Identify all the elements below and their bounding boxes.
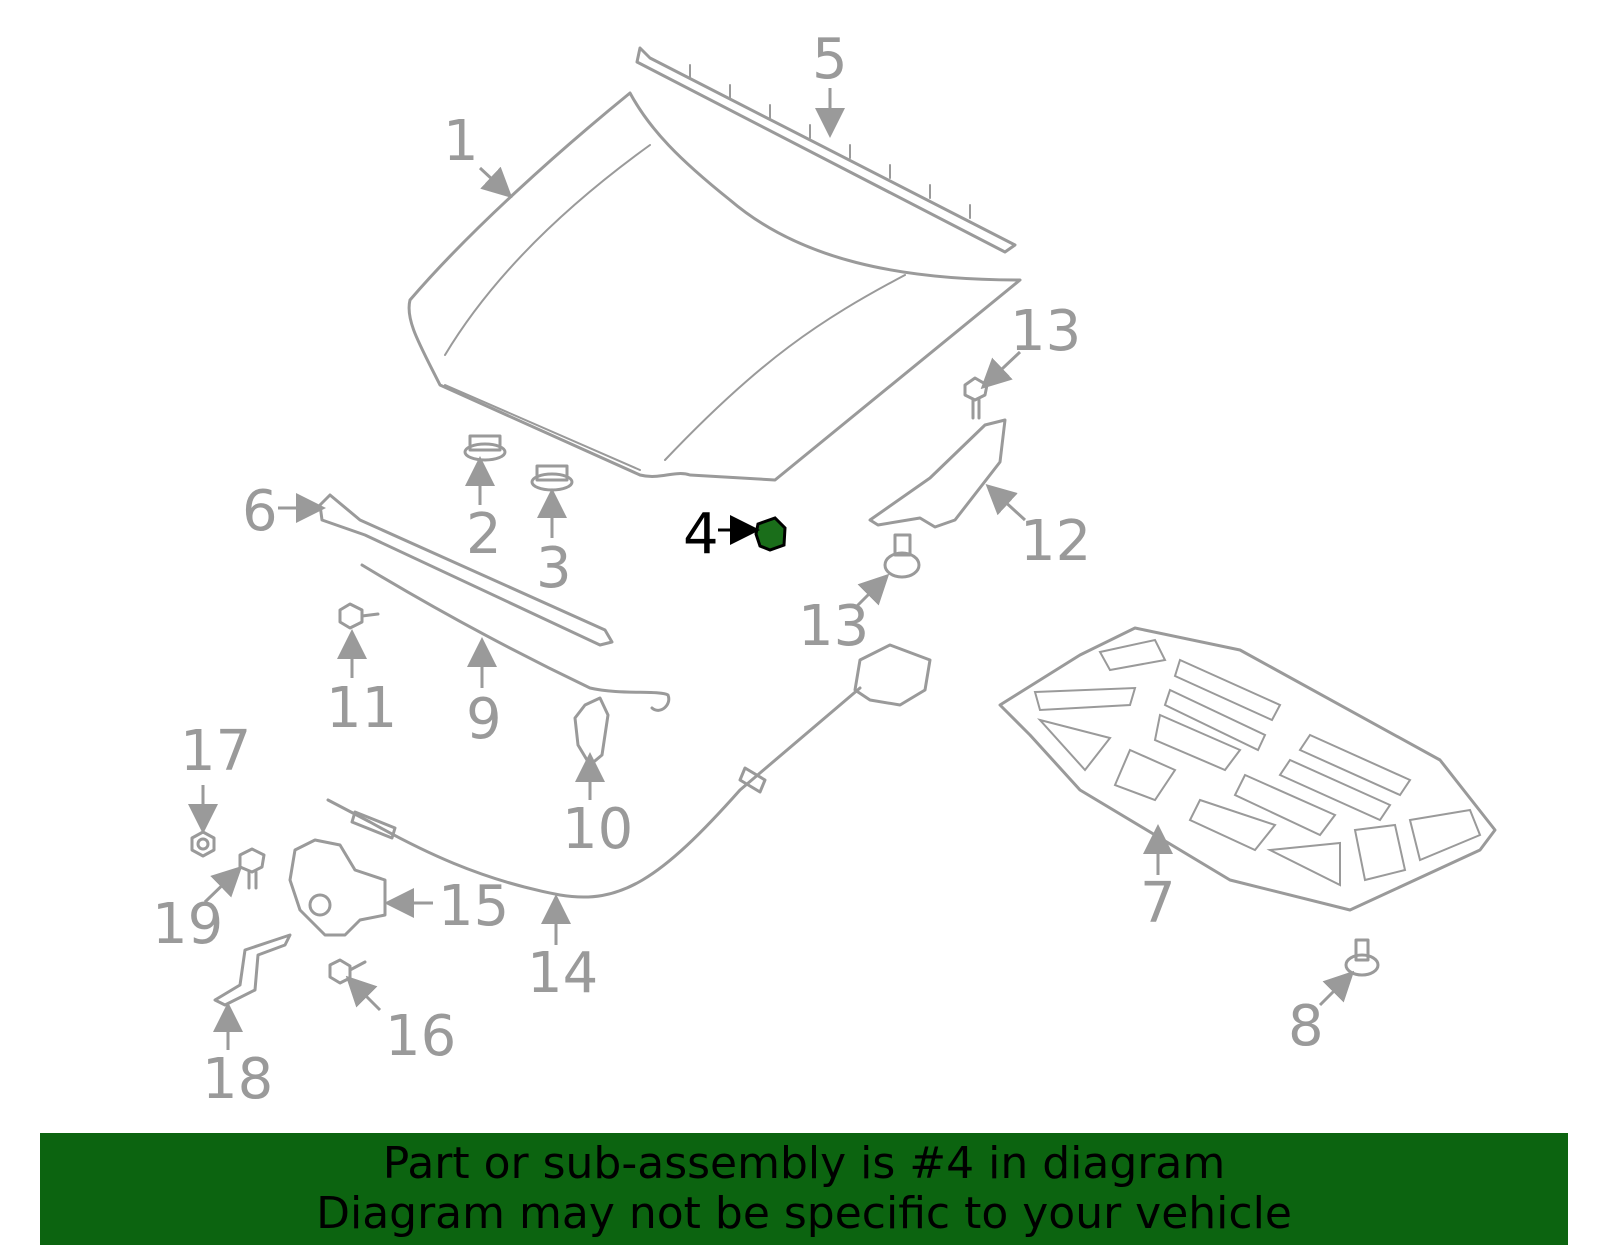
nut-part-17 (190, 830, 216, 858)
banner-line-1: Part or sub-assembly is #4 in diagram (382, 1138, 1226, 1189)
callout-16: 16 (385, 1004, 456, 1069)
bumper-stop-part-3 (530, 464, 574, 492)
callout-8: 8 (1288, 994, 1324, 1059)
hinge-bracket-part (868, 418, 1007, 529)
hood-part (407, 91, 1022, 482)
hood-latch-part (288, 838, 387, 937)
callout-14: 14 (527, 941, 598, 1006)
callout-10: 10 (562, 797, 633, 862)
callout-4: 4 (683, 502, 719, 567)
callout-7: 7 (1140, 871, 1176, 936)
bolt-part-16 (328, 958, 367, 985)
callout-13-upper: 13 (1010, 299, 1081, 364)
callout-2: 2 (466, 502, 502, 567)
parts-diagram: 1 2 3 4 5 6 7 8 9 10 11 12 13 13 14 15 1… (152, 27, 1497, 1112)
bumper-stop-part-2 (463, 434, 507, 462)
bolt-part-19 (238, 847, 266, 890)
callout-labels: 1 2 3 4 5 6 7 8 9 10 11 12 13 13 14 15 1… (152, 27, 1324, 1112)
support-rod-part (360, 563, 671, 712)
callout-13-lower: 13 (798, 594, 869, 659)
bolt-part-11 (338, 602, 380, 630)
push-pin-part-8 (1344, 938, 1380, 977)
seal-strip-part (635, 46, 1017, 254)
callout-5: 5 (812, 27, 848, 92)
callout-9: 9 (466, 687, 502, 752)
callout-3: 3 (536, 536, 572, 601)
callout-12: 12 (1020, 509, 1091, 574)
banner-line-2: Diagram may not be specific to your vehi… (316, 1188, 1292, 1239)
callout-18: 18 (202, 1047, 273, 1112)
bolt-part-13-lower (883, 533, 921, 579)
notice-banner: Part or sub-assembly is #4 in diagram Di… (40, 1133, 1568, 1245)
highlighted-part-4 (754, 516, 787, 552)
front-bar-part (318, 493, 614, 647)
callout-15: 15 (438, 874, 509, 939)
callout-6: 6 (242, 479, 278, 544)
clip-part-10 (573, 696, 610, 767)
callout-1: 1 (443, 109, 479, 174)
leader-arrows (188, 88, 1355, 1050)
bracket-part-18 (213, 933, 292, 1007)
callout-11: 11 (326, 676, 397, 741)
under-cover-part (998, 626, 1497, 912)
callout-17: 17 (180, 719, 251, 784)
bolt-part-13-upper (963, 376, 989, 420)
callout-19: 19 (152, 892, 223, 957)
